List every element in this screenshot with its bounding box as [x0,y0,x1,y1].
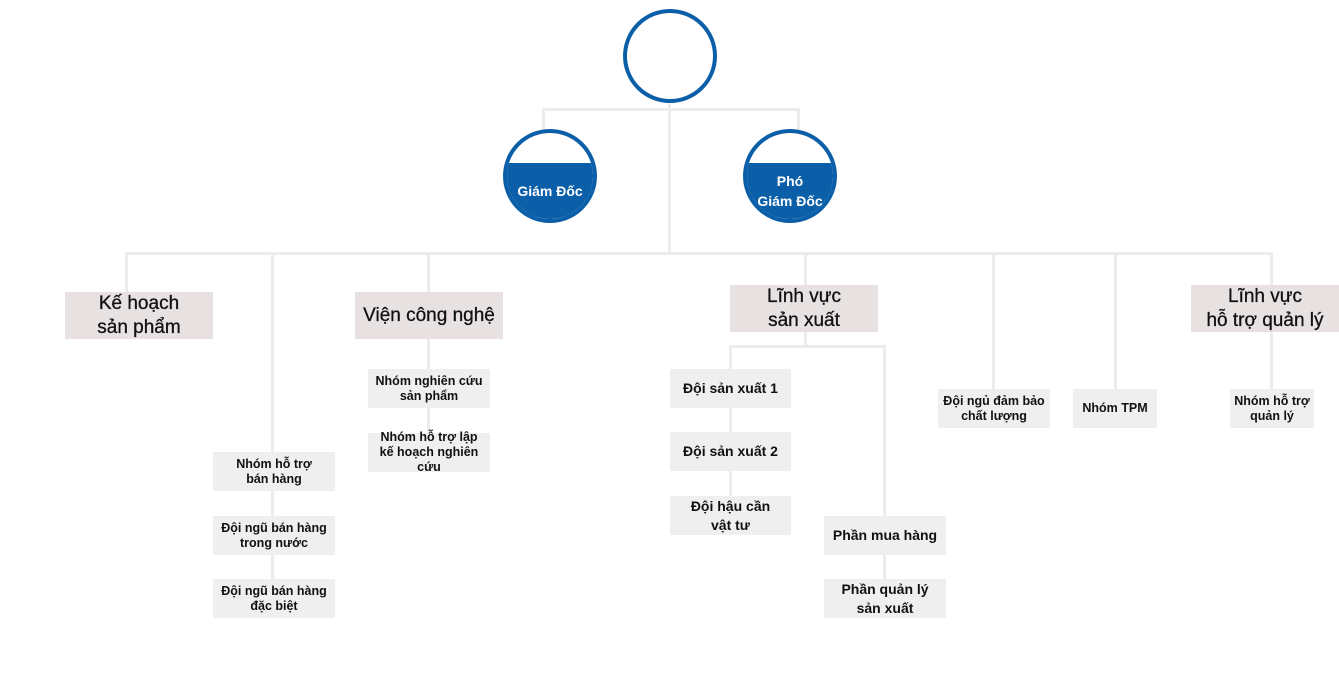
team-production-2[interactable]: Đội sản xuất 2 [670,432,791,471]
team-domestic-sales[interactable]: Đội ngũ bán hàng trong nước [213,516,335,555]
team-quality-assurance[interactable]: Đội ngủ đảm bảo chất lượng [938,389,1050,428]
team-production-1[interactable]: Đội sản xuất 1 [670,369,791,408]
section-production-management[interactable]: Phần quản lý sản xuất [824,579,946,618]
dept-production[interactable]: Lĩnh vực sản xuất [730,285,878,332]
team-research-planning[interactable]: Nhóm hỗ trợ lập kế hoạch nghiên cứu [368,430,490,474]
vice-director-label: Phó Giám Đốc [757,173,823,209]
connector [542,108,545,132]
team-sales-support[interactable]: Nhóm hỗ trợ bán hàng [213,452,335,491]
team-product-research[interactable]: Nhóm nghiên cứu sản phẩm [368,369,490,408]
connector [271,252,274,590]
team-logistics[interactable]: Đội hậu cần vật tư [670,496,791,535]
node-fill [747,163,833,219]
director-node[interactable]: Giám Đốc [503,129,597,223]
dept-admin-support[interactable]: Lĩnh vực hỗ trợ quản lý [1191,285,1339,332]
vice-director-node[interactable]: Phó Giám Đốc [743,129,837,223]
connector [797,108,800,132]
connector [992,252,995,392]
connector [542,108,800,111]
node-fill [507,163,593,219]
connector [1114,252,1117,392]
connector [668,99,671,254]
team-tpm[interactable]: Nhóm TPM [1073,389,1157,428]
dept-product-planning[interactable]: Kế hoạch sản phẩm [65,292,213,339]
top-node-circle[interactable] [623,9,717,103]
section-purchasing[interactable]: Phần mua hàng [824,516,946,555]
team-admin-support[interactable]: Nhóm hỗ trợ quản lý [1230,389,1314,428]
connector [883,345,886,595]
connector [427,252,430,452]
connector [729,345,885,348]
dept-tech-institute[interactable]: Viện công nghệ [355,292,503,339]
team-special-sales[interactable]: Đội ngũ bán hàng đặc biệt [213,579,335,618]
connector [125,252,1273,255]
director-label: Giám Đốc [517,183,583,199]
connector [729,345,732,515]
connector [125,252,128,292]
